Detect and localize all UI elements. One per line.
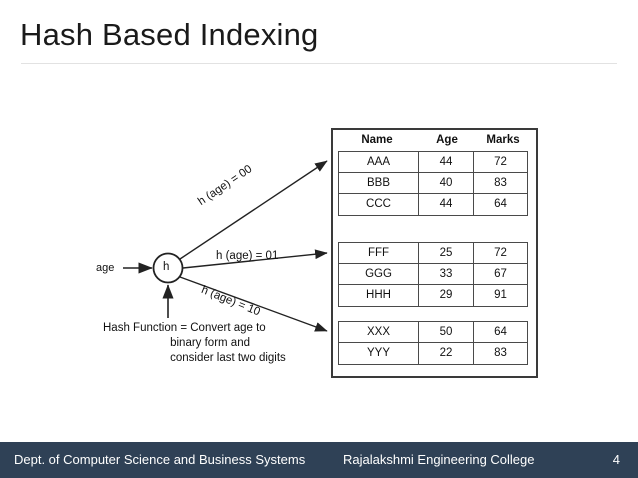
cell-age: 44	[419, 152, 474, 172]
cell-age: 44	[419, 194, 474, 215]
table-row: HHH 29 91	[339, 285, 527, 306]
age-input-label: age	[96, 262, 115, 274]
cell-name: FFF	[339, 243, 419, 263]
table-header-row: Name Age Marks	[335, 130, 531, 150]
cell-marks: 72	[494, 156, 507, 168]
footer-department: Dept. of Computer Science and Business S…	[14, 452, 306, 467]
cell-marks: 67	[494, 268, 507, 280]
cell-marks: 91	[494, 289, 507, 301]
cell-name: HHH	[339, 285, 419, 306]
bucket-arrow-10	[179, 276, 328, 332]
cell-age: 25	[419, 243, 474, 263]
bucket-arrow-00	[179, 160, 328, 260]
table-row: AAA 44 72	[339, 152, 527, 173]
cell-age: 40	[419, 173, 474, 193]
table-row: BBB 40 83	[339, 173, 527, 194]
footer-college: Rajalakshmi Engineering College	[343, 452, 535, 467]
buckets-container	[331, 128, 538, 378]
diagram-vector-layer	[123, 160, 328, 332]
cell-marks: 72	[494, 247, 507, 259]
table-row: CCC 44 64	[339, 194, 527, 215]
cell-age: 33	[419, 264, 474, 284]
cell-age: 50	[419, 322, 474, 342]
cell-marks: 83	[494, 347, 507, 359]
cell-name: YYY	[339, 343, 419, 364]
table-row: GGG 33 67	[339, 264, 527, 285]
hash-indexing-diagram: age h h (age) = 00 h (age) = 01 h (age) …	[0, 72, 638, 402]
cell-age: 22	[419, 343, 474, 364]
column-header-name: Name	[361, 134, 393, 146]
table-row: XXX 50 64	[339, 322, 527, 343]
cell-name: AAA	[339, 152, 419, 172]
bucket-table-00: AAA 44 72 BBB 40 83 CCC 44 64	[338, 151, 528, 216]
hash-function-note: Hash Function = Convert age to binary fo…	[103, 322, 286, 364]
column-header-age: Age	[436, 134, 458, 146]
cell-marks: 64	[494, 326, 507, 338]
table-row: FFF 25 72	[339, 243, 527, 264]
cell-name: GGG	[339, 264, 419, 284]
edge-label-01: h (age) = 01	[216, 250, 279, 262]
bucket-table-01: FFF 25 72 GGG 33 67 HHH 29 91	[338, 242, 528, 307]
page-title: Hash Based Indexing	[20, 17, 319, 52]
cell-marks: 83	[494, 177, 507, 189]
footer-page-number: 4	[612, 452, 620, 467]
bucket-arrow-01	[182, 249, 328, 269]
cell-marks: 64	[494, 198, 507, 210]
hash-node-circle	[152, 252, 184, 284]
cell-name: CCC	[339, 194, 419, 215]
slide-footer: Dept. of Computer Science and Business S…	[0, 442, 638, 478]
hash-node-label: h	[163, 261, 170, 273]
bucket-table-10: XXX 50 64 YYY 22 83	[338, 321, 528, 365]
column-header-marks: Marks	[486, 134, 520, 146]
title-divider	[21, 63, 617, 64]
cell-age: 29	[419, 285, 474, 306]
cell-name: XXX	[339, 322, 419, 342]
table-row: YYY 22 83	[339, 343, 527, 364]
cell-name: BBB	[339, 173, 419, 193]
